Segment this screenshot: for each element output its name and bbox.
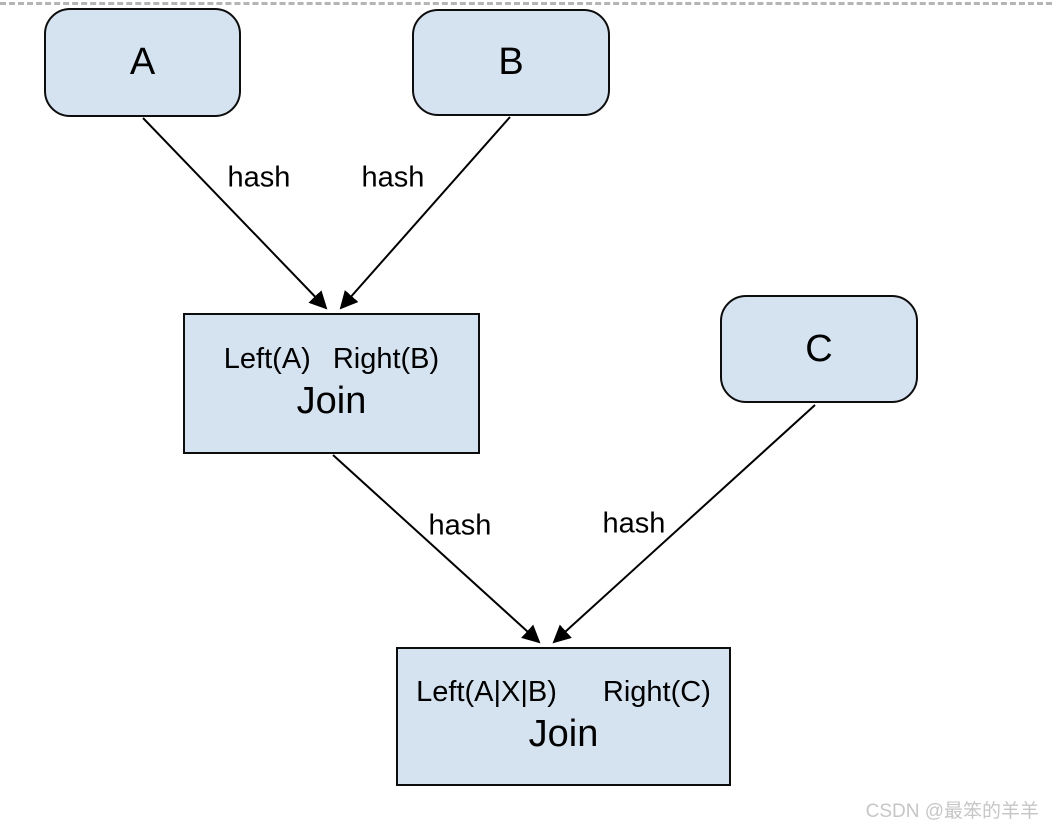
- csdn-watermark: CSDN @最笨的羊羊: [865, 801, 1039, 822]
- node-table-c: C: [720, 295, 918, 403]
- edge-label-hash-c: hash: [602, 507, 666, 540]
- join-ab-left-label: Left(A): [223, 342, 311, 375]
- edge-b-to-join1: [339, 116, 511, 310]
- top-dashed-divider: [0, 2, 1052, 5]
- node-table-b: B: [412, 9, 610, 116]
- node-table-a: A: [44, 8, 241, 117]
- node-table-a-label: A: [129, 41, 156, 83]
- edge-a-to-join1: [142, 117, 328, 310]
- edge-c-to-join2: [552, 404, 816, 644]
- edge-label-hash-join1: hash: [428, 509, 492, 542]
- join-abc-left-label: Left(A|X|B): [416, 675, 557, 708]
- node-join-abc: Left(A|X|B) Right(C) Join: [396, 647, 731, 786]
- join-abc-inputs: Left(A|X|B) Right(C): [416, 676, 711, 709]
- join-ab-right-label: Right(B): [332, 342, 440, 375]
- edge-join1-to-join2: [332, 454, 541, 644]
- join-ab-inputs: Left(A) Right(B): [224, 343, 439, 376]
- join-abc-right-label: Right(C): [602, 675, 711, 708]
- edge-label-hash-b: hash: [361, 161, 425, 194]
- node-table-c-label: C: [805, 327, 833, 370]
- node-table-b-label: B: [498, 41, 524, 83]
- join-abc-op-label: Join: [528, 713, 599, 756]
- node-join-ab: Left(A) Right(B) Join: [183, 313, 480, 454]
- edge-label-hash-a: hash: [227, 161, 291, 194]
- join-ab-op-label: Join: [296, 380, 367, 423]
